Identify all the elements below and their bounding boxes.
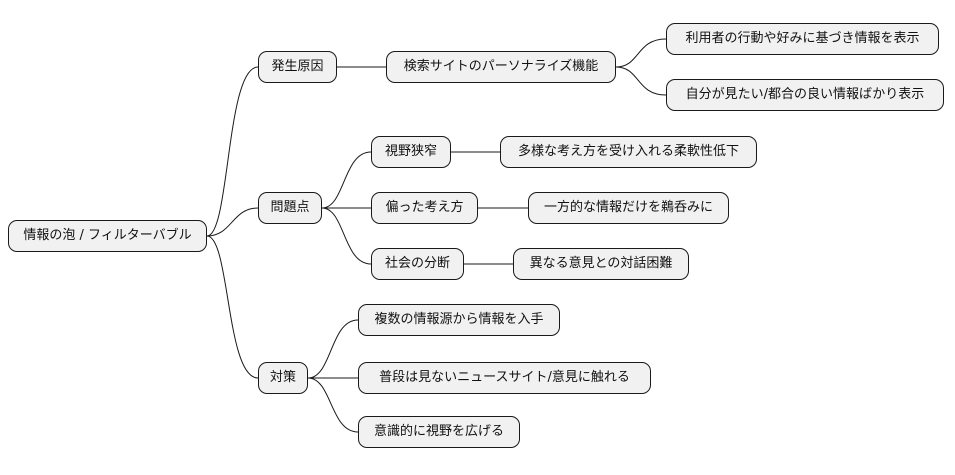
branch-cause: 発生原因 [258, 51, 337, 83]
node-biased-thinking: 偏った考え方 [371, 192, 478, 224]
branch-problems: 問題点 [258, 192, 322, 224]
edge-measures-sources [307, 319, 359, 379]
edge-problems-narrow [321, 151, 372, 209]
branch-measures: 対策 [258, 362, 308, 394]
node-other-news: 普段は見ないニュースサイト/意見に触れる [358, 362, 651, 394]
node-multiple-sources: 複数の情報源から情報を入手 [358, 304, 560, 336]
node-narrow-view: 視野狭窄 [371, 136, 451, 168]
edge-personalize-behavior [615, 38, 667, 68]
node-one-sided-info: 一方的な情報だけを鵜呑みに [528, 192, 729, 224]
edge-problems-division [321, 207, 372, 265]
edge-root-problems [206, 207, 259, 237]
node-flexibility-decline: 多様な考え方を受け入れる柔軟性低下 [500, 136, 757, 168]
node-widen-view: 意識的に視野を広げる [358, 416, 520, 448]
node-social-division: 社会の分断 [371, 248, 464, 280]
node-personalize: 検索サイトのパーソナライズ機能 [386, 51, 616, 83]
edge-measures-widen [307, 377, 359, 433]
edge-root-measures [206, 235, 259, 379]
root-node: 情報の泡 / フィルターバブル [8, 220, 207, 252]
edge-root-cause [206, 66, 259, 237]
node-convenient-display: 自分が見たい/都合の良い情報ばかり表示 [666, 79, 944, 111]
node-behavior-display: 利用者の行動や好みに基づき情報を表示 [666, 23, 939, 55]
node-dialogue-difficulty: 異なる意見との対話困難 [513, 248, 689, 280]
edge-personalize-convenient [615, 66, 667, 96]
